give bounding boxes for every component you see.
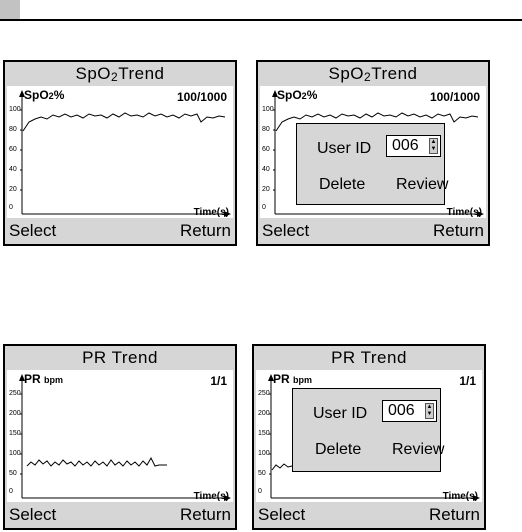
x-axis-arrow-icon [224,211,231,217]
y-axis-arrow-icon [19,374,25,381]
y-tick: 100 [9,106,21,113]
y-tick: 40 [262,166,270,173]
trend-plot: 100 80 60 40 20 0 SpO2% 100/1000 Time(s) [7,86,233,218]
user-id-spinbox[interactable]: 006 ▲▼ [382,400,437,422]
softkey-bar: Select Return [258,218,488,244]
pr-trend-screen: PR Trend 250 200 150 100 50 0 PR bpm 1/1… [3,344,237,530]
y-tick: 250 [258,390,270,397]
header-divider [0,19,522,21]
y-tick: 20 [9,186,17,193]
select-softkey[interactable]: Select [9,505,57,524]
y-tick: 0 [262,204,266,211]
record-counter: 100/1000 [429,90,480,104]
delete-option[interactable]: Delete [315,441,362,458]
y-tick: 100 [262,106,274,113]
softkey-bar: Select Return [254,502,484,528]
record-counter: 1/1 [210,374,227,388]
trend-chart [19,90,231,217]
y-tick: 60 [9,146,17,153]
x-axis-arrow-icon [477,211,484,217]
y-axis-label: PR bpm [273,372,313,386]
x-axis-arrow-icon [224,495,231,501]
trend-plot: 100 80 60 40 20 0 SpO2% 100/1000 Time(s)… [260,86,486,218]
user-id-spinbox[interactable]: 006 ▲▼ [386,135,441,157]
y-tick: 80 [9,126,17,133]
header-tab [0,0,20,19]
y-tick: 20 [262,186,270,193]
x-axis-label: Time(s) [193,207,229,218]
y-tick: 40 [9,166,17,173]
up-down-arrow-icon[interactable]: ▲▼ [425,403,434,419]
y-tick: 100 [9,450,21,457]
return-softkey[interactable]: Return [428,505,480,524]
softkey-bar: Select Return [5,218,235,244]
y-tick: 100 [258,450,270,457]
pr-trace [271,463,293,471]
user-id-dialog: User ID 006 ▲▼ Delete Review [296,123,449,205]
screen-title: PR Trend [82,348,158,367]
y-tick: 0 [258,488,262,495]
user-id-value: 006 [392,137,419,154]
trend-chart [272,90,484,217]
y-tick: 50 [9,470,17,477]
pr-trend-user-dialog-screen: PR Trend 250 200 150 100 50 0 PR bpm 1/1… [252,344,486,530]
x-axis-label: Time(s) [442,491,478,502]
user-id-label: User ID [317,140,372,157]
y-tick: 200 [9,410,21,417]
return-softkey[interactable]: Return [179,221,231,240]
spo2-trace [275,112,479,132]
user-id-value: 006 [388,402,415,419]
record-counter: 1/1 [459,374,476,388]
select-softkey[interactable]: Select [262,221,310,240]
y-tick: 80 [262,126,270,133]
record-counter: 100/1000 [176,90,227,104]
select-softkey[interactable]: Select [9,221,57,240]
y-tick: 60 [262,146,270,153]
x-axis-label: Time(s) [193,491,229,502]
y-axis-label: SpO2% [24,88,65,102]
review-option[interactable]: Review [392,441,445,458]
y-tick: 50 [258,470,266,477]
select-softkey[interactable]: Select [258,505,306,524]
delete-option[interactable]: Delete [319,176,366,193]
user-id-dialog: User ID 006 ▲▼ Delete Review [292,388,445,472]
spo2-trace [22,112,226,132]
pr-trace [26,456,167,467]
x-axis-label: Time(s) [446,207,482,218]
y-tick: 250 [9,390,21,397]
softkey-bar: Select Return [5,502,235,528]
return-softkey[interactable]: Return [179,505,231,524]
y-axis-label: PR bpm [24,372,64,386]
user-id-label: User ID [313,405,368,422]
trend-plot: 250 200 150 100 50 0 PR bpm 1/1 Time(s) … [256,370,482,502]
y-axis-arrow-icon [268,374,274,381]
y-axis-label: SpO2% [277,88,318,102]
x-axis-arrow-icon [473,495,480,501]
trend-plot: 250 200 150 100 50 0 PR bpm 1/1 Time(s) [7,370,233,502]
review-option[interactable]: Review [396,176,449,193]
y-tick: 0 [9,204,13,211]
y-axis-arrow-icon [19,90,25,97]
return-softkey[interactable]: Return [432,221,484,240]
screen-title: PR Trend [331,348,407,367]
y-tick: 0 [9,488,13,495]
y-tick: 150 [258,430,270,437]
up-down-arrow-icon[interactable]: ▲▼ [429,138,438,154]
trend-chart [268,374,480,501]
y-tick: 200 [258,410,270,417]
y-axis-arrow-icon [272,90,278,97]
y-tick: 150 [9,430,21,437]
trend-chart [19,374,231,501]
